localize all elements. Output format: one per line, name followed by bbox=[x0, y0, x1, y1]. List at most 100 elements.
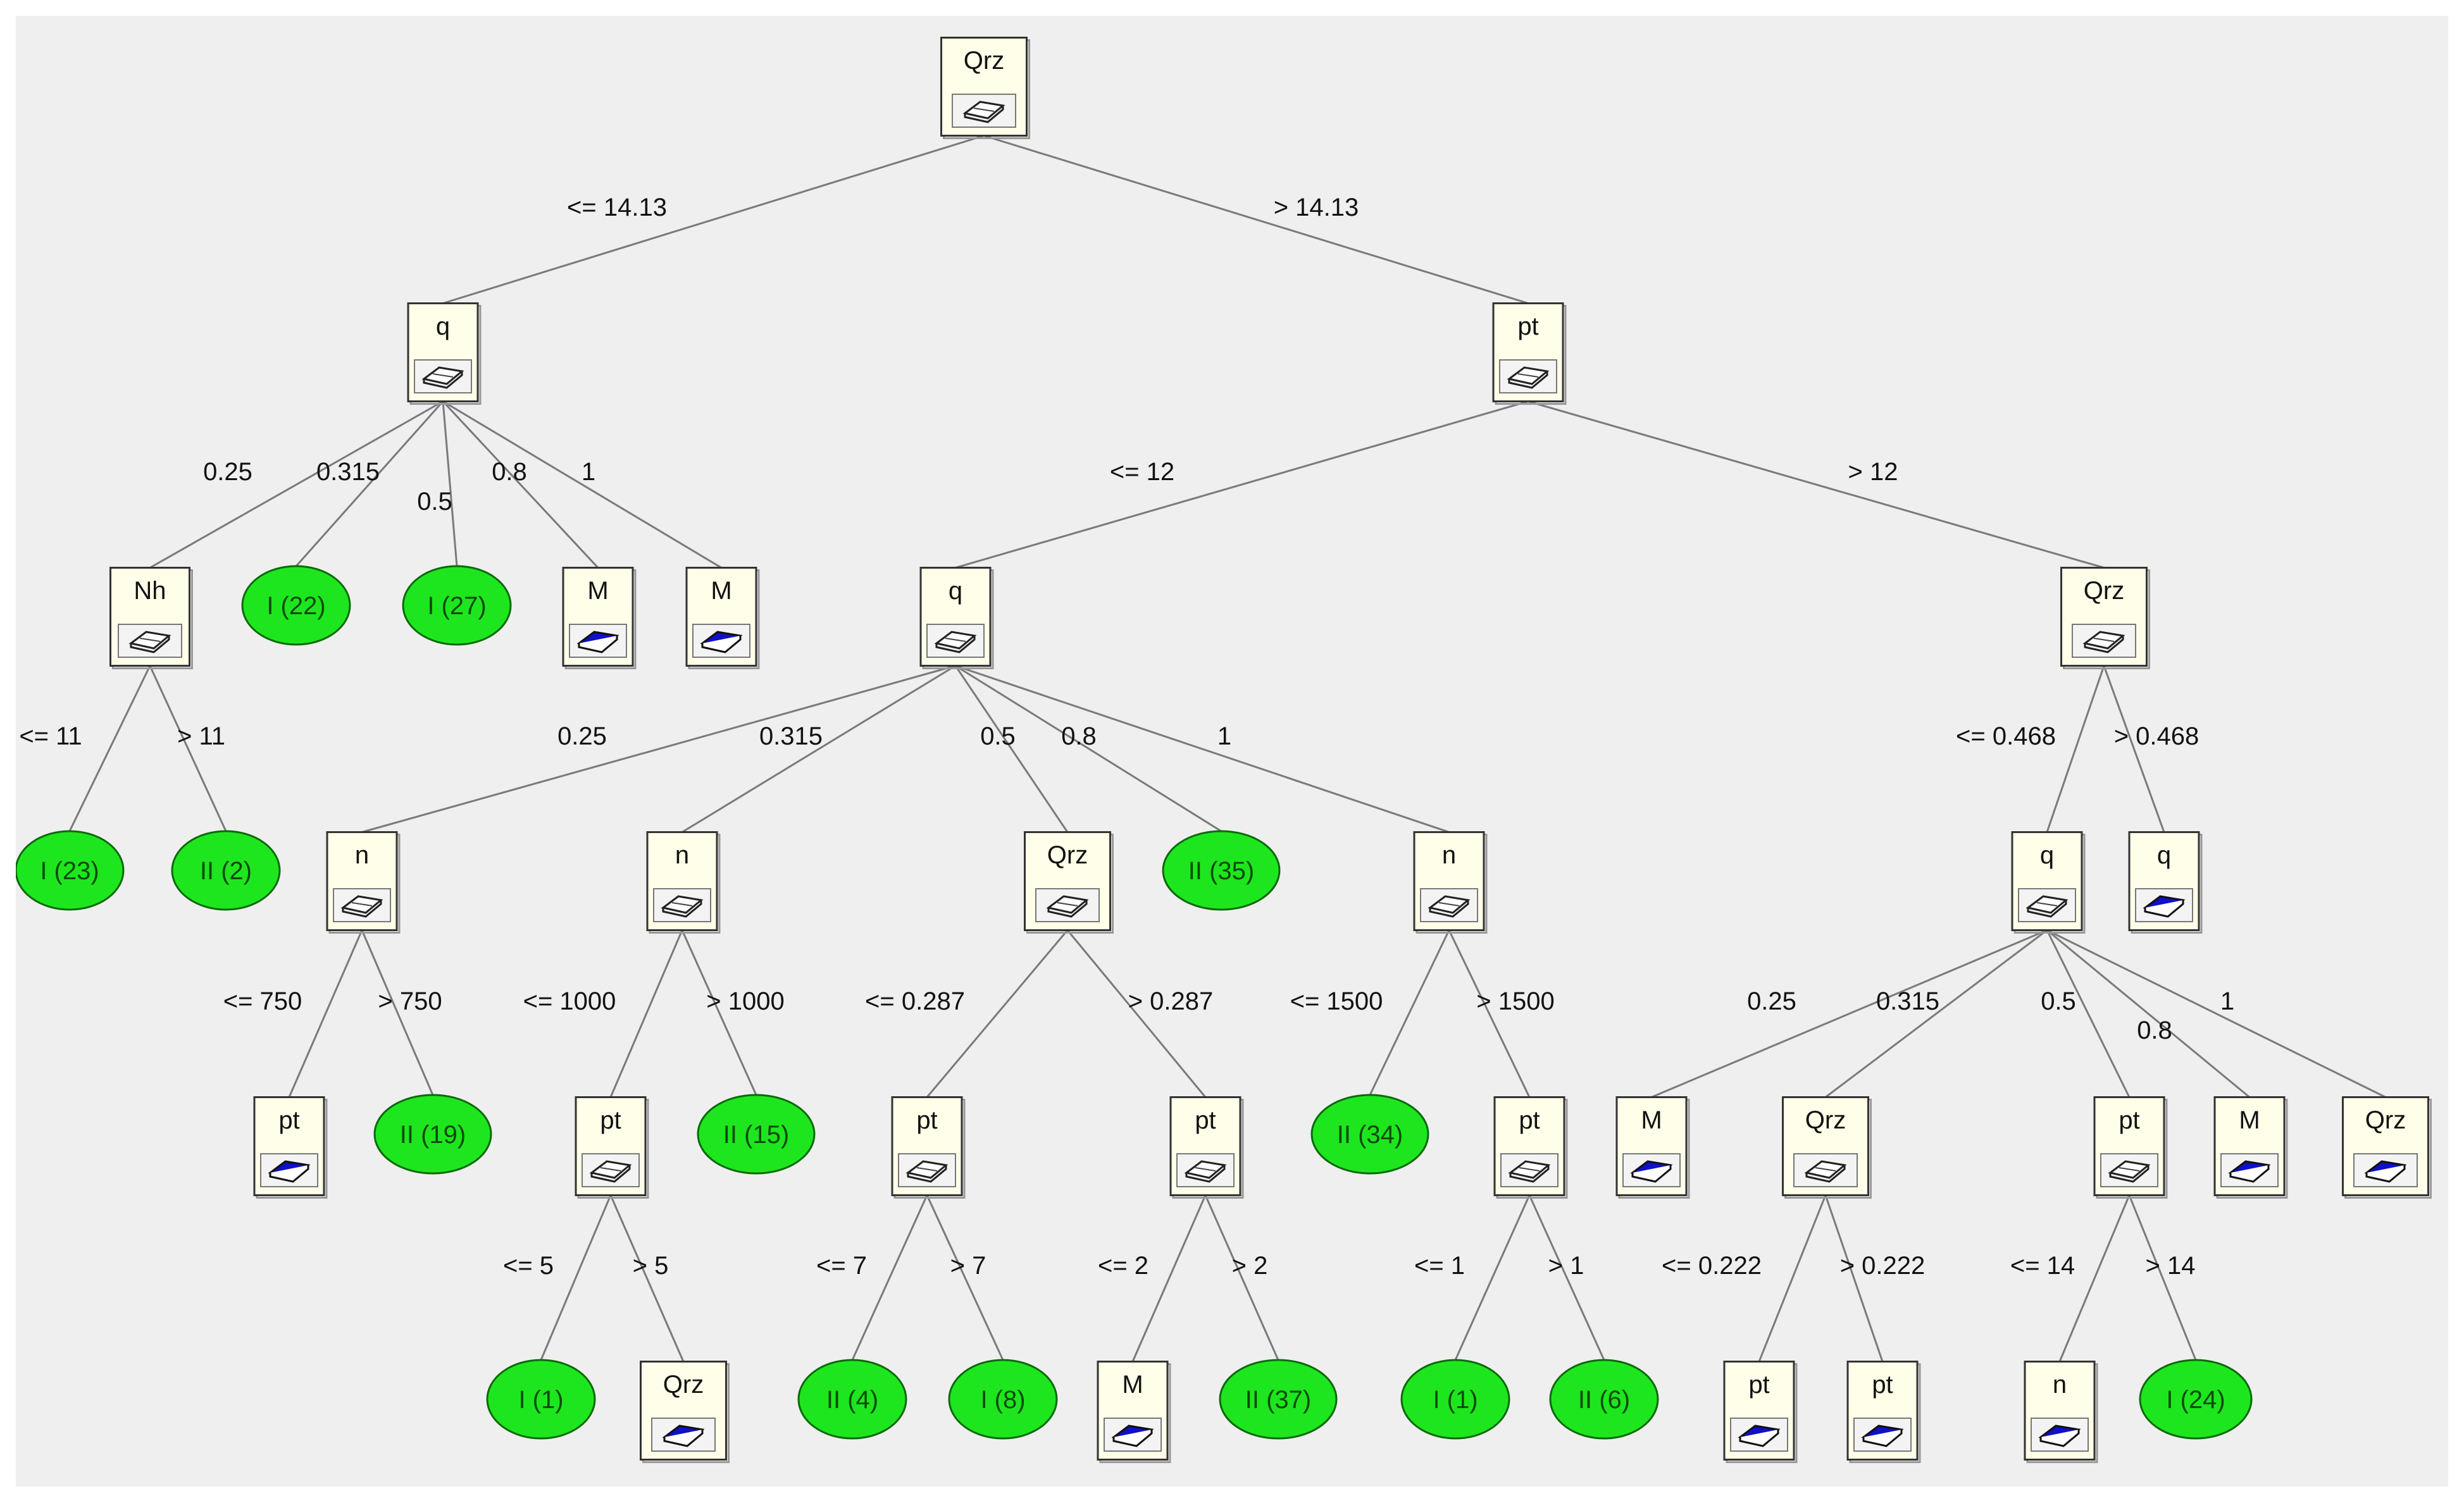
split-node-pt[interactable]: pt bbox=[575, 1096, 649, 1199]
split-node-m[interactable]: M bbox=[562, 567, 637, 669]
leaf-label: I (1) bbox=[1433, 1386, 1478, 1414]
edge-n14-n24 bbox=[1066, 929, 1207, 1098]
leaf-node[interactable]: II (2) bbox=[171, 830, 281, 911]
edge-n1-n5 bbox=[442, 401, 458, 567]
edge-label: <= 12 bbox=[1110, 458, 1174, 486]
open-book-icon bbox=[1046, 895, 1089, 918]
leaf-node[interactable]: II (15) bbox=[697, 1094, 816, 1175]
split-node-qrz[interactable]: Qrz bbox=[940, 37, 1030, 139]
split-node-qrz[interactable]: Qrz bbox=[2342, 1096, 2432, 1199]
node-attribute-label: pt bbox=[1195, 1106, 1216, 1134]
leaf-node[interactable]: II (34) bbox=[1310, 1094, 1429, 1175]
leaf-node[interactable]: I (27) bbox=[402, 565, 512, 646]
edge-label: 1 bbox=[2220, 987, 2234, 1015]
node-attribute-label: Qrz bbox=[964, 47, 1004, 75]
split-node-n[interactable]: n bbox=[326, 831, 401, 934]
split-node-qrz[interactable]: Qrz bbox=[1782, 1096, 1872, 1199]
edge-label: <= 750 bbox=[223, 987, 302, 1015]
edge-label: <= 14 bbox=[2010, 1252, 2075, 1280]
leaf-node[interactable]: I (24) bbox=[2139, 1359, 2253, 1440]
edge-label: 1 bbox=[582, 458, 595, 486]
node-attribute-label: pt bbox=[2119, 1106, 2139, 1134]
leaf-node[interactable]: II (6) bbox=[1549, 1359, 1659, 1440]
split-node-q[interactable]: q bbox=[2011, 831, 2086, 934]
node-attribute-label: pt bbox=[1872, 1371, 1893, 1399]
edge-label: 0.8 bbox=[2137, 1017, 2172, 1044]
split-node-pt[interactable]: pt bbox=[1169, 1096, 1244, 1199]
leaf-node[interactable]: II (4) bbox=[797, 1359, 907, 1440]
split-node-qrz[interactable]: Qrz bbox=[2060, 567, 2150, 669]
split-node-pt[interactable]: pt bbox=[891, 1096, 966, 1199]
split-node-n[interactable]: n bbox=[2024, 1361, 2098, 1463]
leaf-label: I (27) bbox=[427, 592, 486, 620]
leaf-ellipse bbox=[797, 1359, 907, 1440]
leaf-node[interactable]: I (1) bbox=[486, 1359, 596, 1440]
open-book-icon bbox=[934, 631, 977, 653]
edge-n29-n42 bbox=[2058, 1194, 2131, 1363]
leaf-node[interactable]: I (1) bbox=[1400, 1359, 1510, 1440]
node-attribute-label: Qrz bbox=[663, 1371, 704, 1399]
edge-label: > 1000 bbox=[706, 987, 784, 1015]
blue-book-icon bbox=[1630, 1160, 1673, 1183]
split-node-q[interactable]: q bbox=[919, 567, 994, 669]
leaf-node[interactable]: I (22) bbox=[241, 565, 351, 646]
leaf-label: I (1) bbox=[518, 1386, 563, 1414]
split-node-pt[interactable]: pt bbox=[1846, 1361, 1921, 1463]
leaf-ellipse bbox=[16, 830, 125, 911]
leaf-label: I (22) bbox=[266, 592, 325, 620]
open-book-icon bbox=[2025, 895, 2069, 918]
edge-label: > 11 bbox=[177, 722, 225, 750]
edge-label: <= 1000 bbox=[523, 987, 616, 1015]
leaf-label: I (23) bbox=[40, 857, 99, 885]
split-node-q[interactable]: q bbox=[2128, 831, 2203, 934]
leaf-label: II (37) bbox=[1245, 1386, 1311, 1414]
edge-n9-n17 bbox=[2046, 665, 2105, 832]
edge-n23-n34 bbox=[851, 1194, 928, 1361]
edge-n8-n12 bbox=[361, 665, 956, 833]
split-node-qrz[interactable]: Qrz bbox=[1024, 831, 1114, 934]
split-node-q[interactable]: q bbox=[407, 302, 482, 405]
split-node-n[interactable]: n bbox=[1413, 831, 1488, 934]
split-node-pt[interactable]: pt bbox=[1723, 1361, 1798, 1463]
split-node-m[interactable]: M bbox=[1097, 1361, 1171, 1463]
edge-label: 0.5 bbox=[980, 722, 1016, 750]
open-book-icon bbox=[2082, 631, 2125, 653]
edge-n3-n11 bbox=[149, 665, 227, 832]
split-node-pt[interactable]: pt bbox=[2093, 1096, 2168, 1199]
leaf-node[interactable]: II (35) bbox=[1162, 830, 1281, 911]
split-node-m[interactable]: M bbox=[1615, 1096, 1690, 1199]
edge-label: <= 7 bbox=[816, 1252, 867, 1280]
edge-n8-n16 bbox=[955, 665, 1450, 833]
node-attribute-label: M bbox=[2239, 1106, 2260, 1134]
blue-book-icon bbox=[268, 1160, 311, 1183]
split-node-n[interactable]: n bbox=[646, 831, 721, 934]
leaf-label: II (15) bbox=[723, 1121, 789, 1149]
edge-label: > 1500 bbox=[1476, 987, 1554, 1015]
split-node-qrz[interactable]: Qrz bbox=[640, 1361, 730, 1463]
leaf-node[interactable]: II (37) bbox=[1219, 1359, 1338, 1440]
edge-label: <= 5 bbox=[503, 1252, 554, 1280]
split-node-pt[interactable]: pt bbox=[1493, 1096, 1568, 1199]
leaf-node[interactable]: I (8) bbox=[948, 1359, 1058, 1440]
open-book-icon bbox=[128, 631, 171, 653]
leaf-node[interactable]: I (23) bbox=[16, 830, 125, 911]
edge-label: <= 11 bbox=[19, 722, 82, 750]
node-attribute-label: q bbox=[2040, 841, 2054, 869]
split-node-pt[interactable]: pt bbox=[253, 1096, 328, 1199]
split-node-m[interactable]: M bbox=[685, 567, 760, 669]
split-node-pt[interactable]: pt bbox=[1492, 302, 1567, 405]
edge-label: <= 0.468 bbox=[1956, 722, 2056, 750]
blue-book-icon bbox=[662, 1425, 705, 1447]
edge-label: 0.8 bbox=[1061, 722, 1097, 750]
edge-n14-n23 bbox=[926, 929, 1069, 1098]
split-node-nh[interactable]: Nh bbox=[109, 567, 193, 669]
edge-label: > 1 bbox=[1548, 1252, 1584, 1280]
edge-n13-n22 bbox=[681, 929, 757, 1096]
leaf-node[interactable]: II (19) bbox=[373, 1094, 492, 1175]
node-attribute-label: Nh bbox=[134, 577, 166, 605]
split-node-m[interactable]: M bbox=[2213, 1096, 2288, 1199]
leaf-ellipse bbox=[1400, 1359, 1510, 1440]
leaf-ellipse bbox=[1219, 1359, 1338, 1440]
